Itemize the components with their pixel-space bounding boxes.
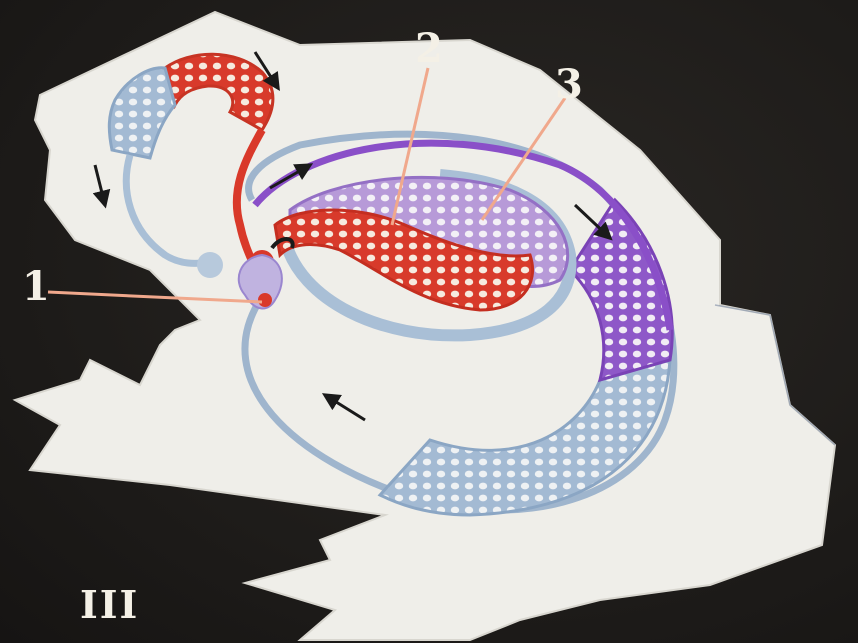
right-atrium	[197, 252, 223, 278]
label-2: 2	[415, 25, 443, 72]
label-3: 3	[555, 61, 583, 108]
plate-number: III	[80, 582, 139, 627]
label-1: 1	[22, 263, 50, 310]
ventricle-core	[258, 293, 272, 307]
